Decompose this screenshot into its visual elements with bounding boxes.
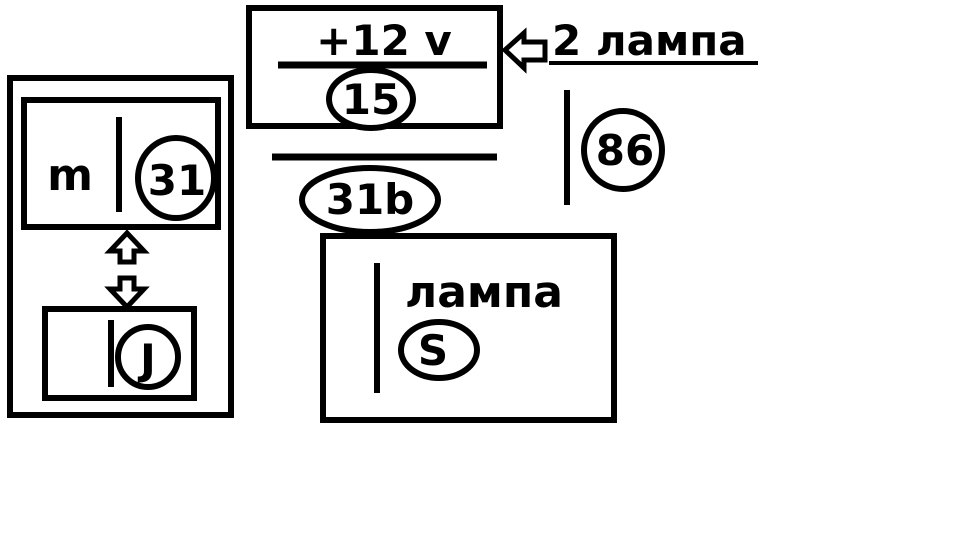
voltage-label: +12 v xyxy=(316,16,452,65)
lamp-box-frame xyxy=(320,233,617,423)
terminal-j-circle xyxy=(115,324,181,390)
up-down-arrow-icon xyxy=(104,229,150,311)
lamp-box: лампа S xyxy=(320,233,617,423)
terminal-86-circle xyxy=(581,108,665,192)
terminal-s-label: S xyxy=(418,326,448,375)
left-panel-frame xyxy=(7,75,234,418)
relay-86: 86 xyxy=(564,90,665,205)
terminal-31b-label: 31b xyxy=(326,175,415,224)
terminal-s-circle xyxy=(398,319,480,381)
left-arrow-icon xyxy=(501,27,548,74)
j-box-frame xyxy=(42,306,197,401)
lamp-label: лампа xyxy=(405,267,563,318)
terminal-31-label: 31 xyxy=(148,156,206,205)
arrow-lamp-2-label: 2 лампа xyxy=(552,16,747,65)
terminal-31b-circle xyxy=(299,165,441,235)
terminal-15-circle xyxy=(326,67,416,131)
left-panel: m 31 J xyxy=(7,75,234,418)
terminal-j-label: J xyxy=(137,335,156,384)
switch-box-frame xyxy=(21,97,221,230)
terminal-86-label: 86 xyxy=(596,126,654,175)
terminal-15-label: 15 xyxy=(342,75,400,124)
switch-m-label: m xyxy=(47,150,93,201)
terminal-31-circle xyxy=(135,135,217,221)
power-box: +12 v 15 xyxy=(246,5,503,131)
